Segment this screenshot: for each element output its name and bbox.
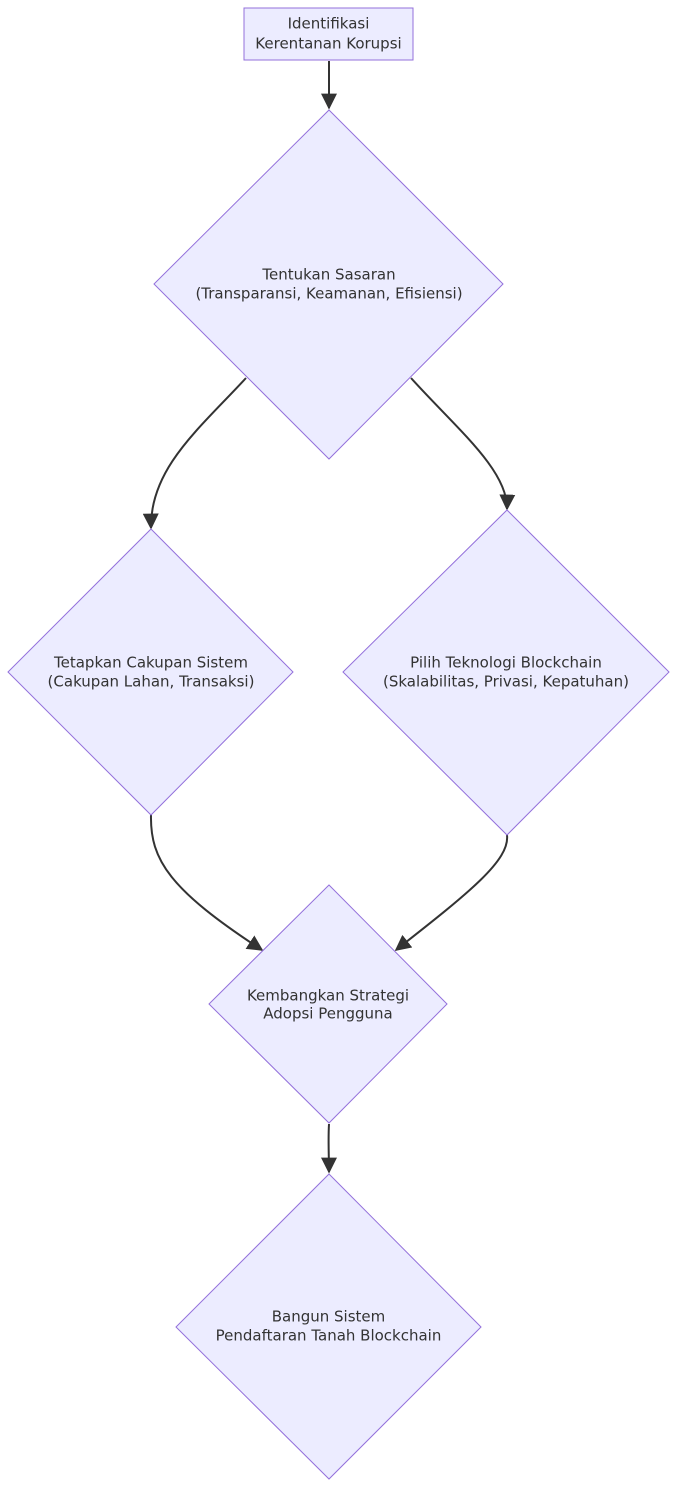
node-identify-vulnerabilities-line1: Identifikasi (288, 15, 370, 33)
edge-scope-to-adoption (149, 814, 264, 951)
node-choose-technology-line1: Pilih Teknologi Blockchain (410, 654, 602, 672)
node-adoption-strategy-line2: Adopsi Pengguna (263, 1005, 392, 1023)
node-adoption-strategy: Kembangkan Strategi Adopsi Pengguna (208, 884, 448, 1124)
node-set-goals: Tentukan Sasaran (Transparansi, Keamanan… (153, 109, 504, 460)
node-identify-vulnerabilities: Identifikasi Kerentanan Korupsi (243, 7, 414, 61)
edge-goals-to-tech (410, 377, 516, 511)
node-set-goals-line1: Tentukan Sasaran (261, 266, 395, 284)
node-set-goals-line2: (Transparansi, Keamanan, Efisiensi) (195, 285, 462, 303)
node-choose-technology-line2: (Skalabilitas, Privasi, Kepatuhan) (383, 673, 629, 691)
node-build-system: Bangun Sistem Pendaftaran Tanah Blockcha… (175, 1173, 482, 1480)
node-define-scope-line1: Tetapkan Cakupan Sistem (53, 654, 248, 672)
node-define-scope: Tetapkan Cakupan Sistem (Cakupan Lahan, … (7, 528, 294, 816)
node-build-system-line2: Pendaftaran Tanah Blockchain (216, 1327, 442, 1345)
node-choose-technology: Pilih Teknologi Blockchain (Skalabilitas… (342, 509, 670, 836)
node-define-scope-line2: (Cakupan Lahan, Transaksi) (48, 673, 255, 691)
edge-goals-to-scope (142, 377, 247, 530)
edge-tech-to-adoption (394, 834, 509, 951)
node-adoption-strategy-line1: Kembangkan Strategi (247, 987, 409, 1005)
node-identify-vulnerabilities-line2: Kerentanan Korupsi (255, 35, 401, 53)
node-build-system-line1: Bangun Sistem (272, 1308, 386, 1326)
